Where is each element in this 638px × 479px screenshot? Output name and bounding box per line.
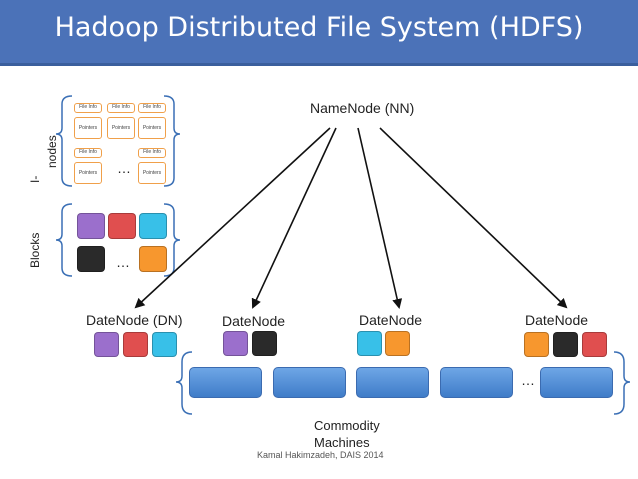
machines-ellipsis: … <box>521 372 535 388</box>
inode-file-info: File Info <box>138 103 166 113</box>
inode-pointers: Pointers <box>138 162 166 184</box>
commodity-machine <box>356 367 429 398</box>
slide-title: Hadoop Distributed File System (HDFS) <box>54 12 584 43</box>
machines-left-brace <box>175 351 193 415</box>
machines-right-brace <box>613 351 631 415</box>
machines-label-line2: Machines <box>314 435 370 450</box>
title-bar: Hadoop Distributed File System (HDFS) <box>0 0 638 66</box>
block-cyan <box>139 213 167 239</box>
namenode-label: NameNode (NN) <box>310 100 415 116</box>
datanode-block <box>94 332 119 357</box>
inodes-left-brace <box>55 95 73 187</box>
inodes-ellipsis: … <box>117 160 131 176</box>
commodity-machine <box>540 367 613 398</box>
inode-file-info: File Info <box>138 148 166 158</box>
inode-file-info: File Info <box>74 148 102 158</box>
datanode-label: DateNode <box>525 312 589 328</box>
datanode-block <box>252 331 277 356</box>
footer-credit: Kamal Hakimzadeh, DAIS 2014 <box>257 450 384 460</box>
block-purple <box>77 213 105 239</box>
blocks-left-brace <box>55 203 73 277</box>
datanode-block <box>582 332 607 357</box>
datanode-block <box>524 332 549 357</box>
blocks-label: Blocks <box>28 232 42 268</box>
block-red <box>108 213 136 239</box>
commodity-machine <box>273 367 346 398</box>
arrow-nn-to-dn4 <box>379 127 568 309</box>
arrow-nn-to-dn3 <box>357 127 403 309</box>
datanode-block <box>385 331 410 356</box>
inode-file-info: File Info <box>74 103 102 113</box>
inodes-label-line2: nodes <box>45 135 59 168</box>
machines-label-line1: Commodity <box>314 418 380 433</box>
datanode-block <box>152 332 177 357</box>
arrow-nn-to-dn2 <box>251 127 337 309</box>
datanode-label: DateNode <box>359 312 423 328</box>
commodity-machine <box>189 367 262 398</box>
datanode-block <box>123 332 148 357</box>
datanode-block <box>223 331 248 356</box>
block-orange <box>139 246 167 272</box>
datanode-label: DateNode <box>222 313 286 329</box>
inode-file-info: File Info <box>107 103 135 113</box>
datanode-block <box>553 332 578 357</box>
inode-pointers: Pointers <box>74 117 102 139</box>
inode-pointers: Pointers <box>74 162 102 184</box>
arrow-nn-to-dn1 <box>134 127 331 309</box>
inode-pointers: Pointers <box>107 117 135 139</box>
datanode-block <box>357 331 382 356</box>
blocks-ellipsis: … <box>116 254 130 270</box>
inodes-label-line1: I- <box>28 175 42 183</box>
inode-pointers: Pointers <box>138 117 166 139</box>
datanode-label: DateNode (DN) <box>86 312 183 328</box>
inodes-right-brace <box>163 95 181 187</box>
block-black <box>77 246 105 272</box>
commodity-machine <box>440 367 513 398</box>
